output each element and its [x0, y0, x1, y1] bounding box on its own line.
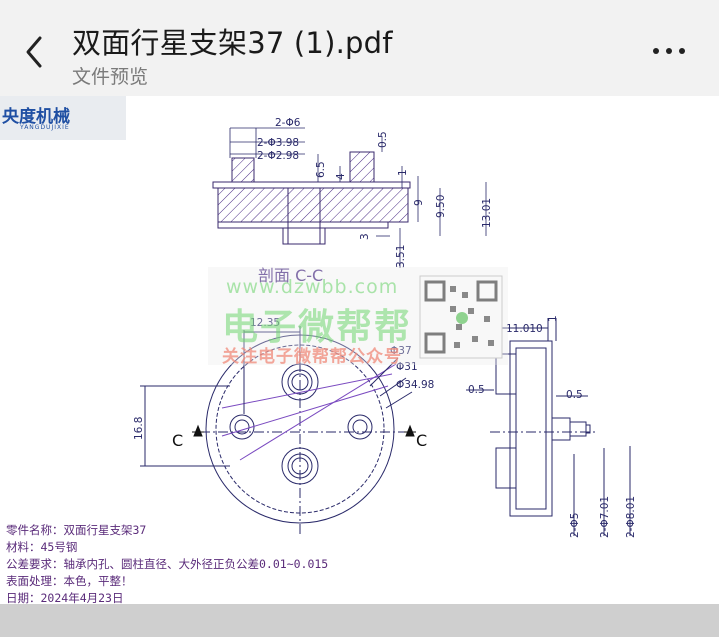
back-button[interactable]: [20, 32, 52, 72]
dim-d34-98: Φ34.98: [396, 379, 434, 391]
watermark-follow: 关注电子微帮帮公众号: [222, 347, 402, 367]
file-preview-label: 文件预览: [72, 66, 149, 88]
dim-4: 4: [335, 173, 347, 180]
dim-2-d7-01: 2-Φ7.01: [599, 496, 611, 538]
dim-0-5: 0.5: [377, 131, 389, 148]
dim-12-35: 12.35: [250, 317, 280, 329]
dim-d37: Φ37: [390, 345, 412, 357]
front-view: [140, 326, 413, 536]
dim-3-51: 3.51: [395, 245, 407, 268]
drawing-notes: 零件名称：双面行星支架37 材料：45号钢 公差要求：轴承内孔、圆柱直径、大外径…: [6, 522, 328, 604]
dim-side-0-5b: 0.5: [566, 389, 583, 401]
note-date: 日期：2024年4月23日: [6, 591, 124, 604]
logo-subtext: YANGDUJIXIE: [20, 124, 70, 131]
dim-11-010: 11.010: [506, 323, 543, 335]
cut-label-left: C: [172, 431, 183, 450]
chevron-left-icon: [26, 36, 42, 68]
more-horizontal-icon: [653, 48, 685, 54]
logo-text: 央度机械: [2, 107, 70, 127]
dim-2-d5: 2-Φ5: [569, 513, 581, 538]
dim-9-50: 9.50: [435, 195, 447, 218]
dim-6-5: 6.5: [315, 161, 327, 178]
watermark-site: www.dzwbb.com: [226, 276, 399, 298]
technical-drawing: 2-Φ6 2-Φ3.98 2-Φ2.98 6.5 4 0.5 1 9 9.50 …: [133, 117, 637, 538]
section-label: 剖面 C-C: [258, 266, 323, 285]
dim-3: 3: [359, 233, 371, 240]
dim-2-d8-01: 2-Φ8.01: [625, 496, 637, 538]
company-logo: 央度机械 YANGDUJIXIE: [0, 96, 126, 140]
side-view: [466, 318, 631, 536]
file-title: 双面行星支架37 (1).pdf: [72, 26, 393, 60]
section-dimensions: [229, 127, 487, 268]
qr-code: [419, 275, 503, 359]
app-header: 双面行星支架37 (1).pdf 文件预览: [0, 0, 719, 96]
dim-9: 9: [413, 199, 425, 206]
pdf-page[interactable]: 央度机械 YANGDUJIXIE: [0, 96, 719, 604]
note-material: 材料：45号钢: [6, 540, 78, 554]
dim-2-d6: 2-Φ6: [275, 117, 301, 129]
note-tolerance: 公差要求：轴承内孔、圆柱直径、大外径正负公差0.01~0.015: [6, 557, 329, 571]
dim-2-d2-98: 2-Φ2.98: [257, 150, 299, 162]
cut-markers: [192, 424, 416, 437]
note-surface: 表面处理：本色，平整！: [6, 574, 133, 588]
dim-side-0-5a: 0.5: [468, 384, 485, 396]
more-button[interactable]: [648, 40, 692, 62]
note-part-name: 零件名称：双面行星支架37: [6, 523, 147, 537]
dim-1: 1: [397, 169, 409, 176]
watermark-background: [208, 267, 508, 365]
cut-label-right: C: [416, 431, 427, 450]
dim-2-d3-98: 2-Φ3.98: [257, 137, 299, 149]
dim-13-01: 13.01: [481, 198, 493, 228]
dim-16-8: 16.8: [133, 417, 145, 440]
watermark-name: 电子微帮帮: [222, 307, 413, 348]
bottom-bar: [0, 604, 719, 637]
section-view: [212, 151, 411, 245]
dim-d31: Φ31: [396, 361, 418, 373]
dim-side-1: 1: [547, 315, 559, 322]
